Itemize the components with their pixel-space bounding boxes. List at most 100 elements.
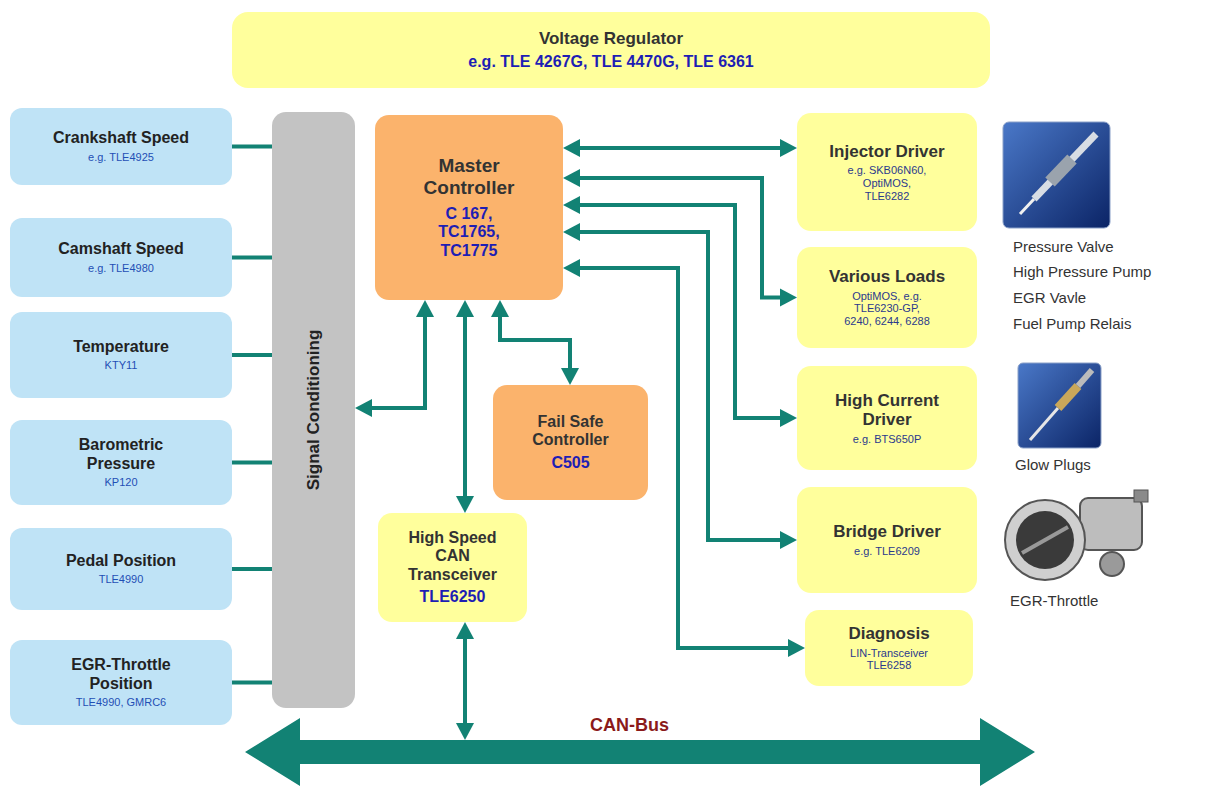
connector (232, 462, 272, 463)
connector-line (575, 146, 785, 150)
part-label: Glow Plugs (1015, 456, 1091, 473)
connector-line (232, 461, 272, 465)
sensor-box: EGR-Throttle PositionTLE4990, GMRC6 (10, 640, 232, 725)
box-title: High Speed CAN Transceiver (403, 529, 503, 584)
text-group: Voltage Regulatore.g. TLE 4267G, TLE 447… (468, 29, 753, 71)
arrow-head (416, 300, 434, 317)
injector-coil (1050, 159, 1072, 182)
arrow-head (563, 223, 580, 241)
part-number: e.g. TLE4925 (88, 151, 154, 164)
part-number: KP120 (104, 476, 137, 489)
connector (355, 300, 434, 417)
part-number: e.g. BTS650P (853, 433, 922, 446)
glow-plug-body (1058, 386, 1078, 408)
box-title: Barometric Pressure (56, 436, 186, 473)
connector-line (232, 353, 272, 357)
box-title: Bridge Driver (833, 522, 941, 542)
connector (456, 622, 474, 740)
injector-nozzle (1020, 199, 1034, 214)
box-title: Master Controller (414, 155, 524, 199)
connector-line (463, 634, 467, 728)
text-group: Various LoadsOptiMOS, e.g. TLE6230-GP, 6… (829, 267, 945, 327)
sensor-box: Barometric PressureKP120 (10, 420, 232, 505)
throttle-connector (1134, 490, 1148, 502)
part-number: e.g. TLE 4267G, TLE 4470G, TLE 6361 (468, 53, 753, 71)
part-number: TLE4990 (99, 573, 144, 586)
text-group: Camshaft Speede.g. TLE4980 (58, 240, 183, 274)
arrow-head (561, 368, 579, 385)
signal-conditioning-band: Signal Conditioning (272, 112, 355, 708)
arrow-head (788, 639, 805, 657)
injector-body (1034, 134, 1096, 199)
arrow-head (780, 409, 797, 427)
part-label: Fuel Pump Relais (1013, 315, 1131, 332)
connector (456, 300, 474, 513)
box-title: Injector Driver (829, 142, 944, 162)
injector-photo (1003, 122, 1110, 228)
throttle-body (1005, 500, 1085, 580)
text-group: Bridge Driver e.g. TLE6209 (833, 522, 941, 557)
arrow-head (780, 531, 797, 549)
connector (491, 300, 579, 385)
box-title: Fail Safe Controller (521, 413, 621, 450)
throttle-bore (1016, 511, 1074, 569)
text-group: EGR-Throttle PositionTLE4990, GMRC6 (56, 656, 186, 708)
driver-box: Various LoadsOptiMOS, e.g. TLE6230-GP, 6… (797, 247, 977, 348)
arrow-head (780, 289, 797, 307)
connector (232, 682, 272, 683)
connector (232, 257, 272, 258)
part-number: C505 (551, 454, 589, 472)
sensor-box: Pedal PositionTLE4990 (10, 528, 232, 610)
driver-box: High Current Driver e.g. BTS650P (797, 366, 977, 470)
part-number: e.g. TLE6209 (854, 545, 920, 558)
connector-line (232, 567, 272, 571)
sensor-box: Camshaft Speede.g. TLE4980 (10, 218, 232, 297)
driver-box: Bridge Driver e.g. TLE6209 (797, 487, 977, 593)
box-title: Signal Conditioning (304, 330, 324, 491)
connector-line (463, 312, 467, 501)
arrow-head (563, 196, 580, 214)
box-title: Temperature (73, 338, 169, 356)
box-title: EGR-Throttle Position (56, 656, 186, 693)
text-group: TemperatureKTY11 (73, 338, 169, 372)
regulator-box: Voltage Regulatore.g. TLE 4267G, TLE 447… (232, 12, 990, 88)
connector (232, 146, 272, 147)
glow-plug-tip (1030, 408, 1058, 440)
arrow-head (780, 139, 797, 157)
sensor-box: Crankshaft Speed e.g. TLE4925 (10, 108, 232, 185)
part-number: LIN-Transceiver TLE6258 (839, 647, 939, 672)
connector (232, 569, 272, 570)
box-title: CAN-Bus (590, 716, 669, 736)
arrow-head (456, 300, 474, 317)
text-group: Barometric PressureKP120 (56, 436, 186, 488)
part-number: e.g. TLE4980 (88, 262, 154, 275)
text-group: Crankshaft Speed e.g. TLE4925 (53, 129, 189, 163)
text-group: Injector Drivere.g. SKB06N60, OptiMOS, T… (829, 142, 944, 202)
connector-line (367, 312, 425, 408)
arrow-head (563, 259, 580, 277)
part-number: OptiMOS, e.g. TLE6230-GP, 6240, 6244, 62… (839, 290, 934, 328)
part-number: TLE4990, GMRC6 (76, 696, 166, 709)
arrow-head (563, 139, 580, 157)
connector (563, 139, 797, 157)
part-label: EGR Vavle (1013, 289, 1086, 306)
part-label: Pressure Valve (1013, 238, 1114, 255)
arrow-head (456, 622, 474, 639)
box-title: Various Loads (829, 267, 945, 287)
glow-plug-photo (1018, 363, 1101, 448)
throttle-housing (1080, 498, 1142, 550)
connector-line (232, 256, 272, 260)
arrow-head (563, 169, 580, 187)
arrow-head (456, 723, 474, 740)
box-title: High Current Driver (812, 391, 962, 430)
transceiver-box: High Speed CAN TransceiverTLE6250 (378, 513, 527, 622)
part-number: TLE6250 (420, 588, 486, 606)
box-title: Pedal Position (66, 552, 176, 570)
text-group: Master ControllerC 167, TC1765, TC1775 (414, 155, 524, 260)
throttle-plate (1022, 527, 1068, 553)
text-group: Fail Safe ControllerC505 (521, 413, 621, 472)
controller-box: Fail Safe ControllerC505 (493, 385, 648, 500)
part-label: EGR-Throttle (1010, 592, 1098, 609)
box-title: Crankshaft Speed (53, 129, 189, 147)
